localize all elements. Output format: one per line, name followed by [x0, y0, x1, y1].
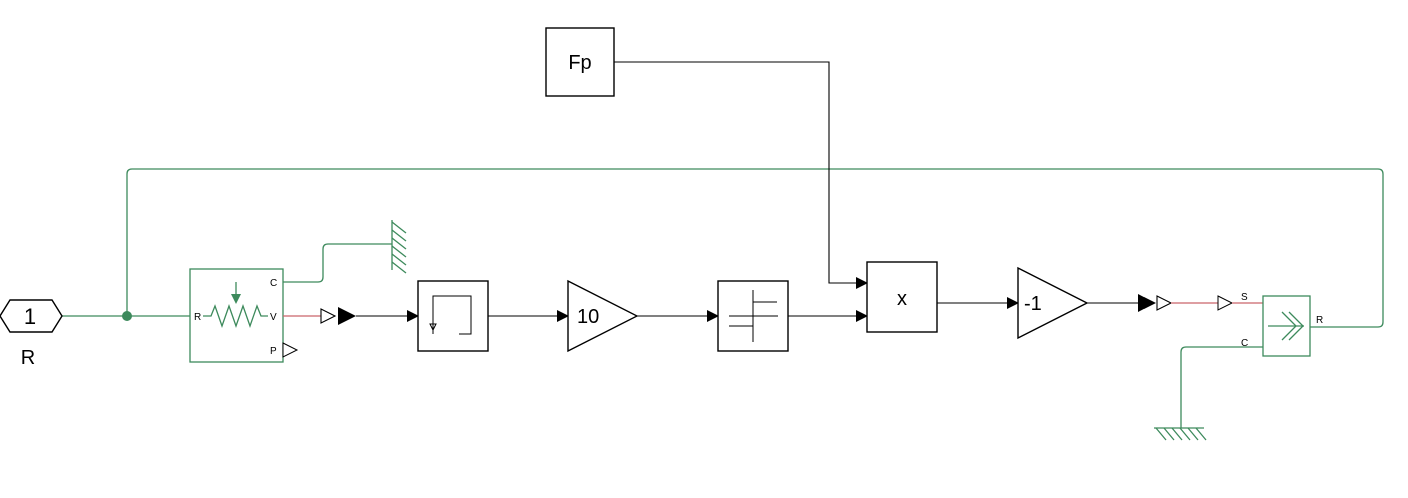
- ps-output-triangle: [1156, 295, 1173, 311]
- gain-neg1-block[interactable]: -1: [1017, 266, 1089, 340]
- source-s-port-triangle: [1217, 295, 1234, 311]
- step-sign-icon: [729, 290, 778, 342]
- simulink-output-arrow: [338, 307, 356, 325]
- inport-name: R: [21, 347, 35, 369]
- ground-symbol-top: [391, 220, 407, 274]
- gain-10-block[interactable]: 10: [567, 279, 639, 353]
- conn-resistor-c-to-ground[interactable]: [283, 243, 392, 283]
- source-port-r: R: [1316, 315, 1323, 326]
- gain-neg1-value: -1: [1024, 293, 1042, 315]
- ground-symbol-bottom: [1154, 427, 1207, 441]
- relay-block[interactable]: [417, 280, 489, 352]
- gain-10-value: 10: [577, 306, 599, 328]
- constant-fp-value: Fp: [568, 52, 591, 74]
- resistor-port-c: C: [270, 278, 277, 289]
- resistor-p-port-triangle: [282, 342, 299, 358]
- simulink-input-arrow: [1138, 294, 1155, 312]
- ps-simulink-converter[interactable]: [320, 307, 356, 325]
- inport-block[interactable]: 1 R: [0, 299, 63, 369]
- junction-dot: [122, 311, 132, 321]
- conn-feedback-loop[interactable]: [126, 168, 1384, 328]
- ps-input-triangle: [320, 308, 337, 324]
- current-source-arrow-icon: [1268, 311, 1304, 341]
- product-label: x: [897, 288, 907, 310]
- inport-number: 1: [24, 304, 36, 329]
- resistor-port-v: V: [270, 312, 277, 323]
- resistor-port-p: P: [270, 346, 277, 357]
- sig-fp-to-product[interactable]: [614, 61, 868, 289]
- product-block[interactable]: x: [866, 261, 938, 333]
- relay-hysteresis-icon: [429, 295, 472, 335]
- source-port-s: S: [1241, 292, 1248, 303]
- controlled-current-source-block[interactable]: S C R: [1241, 292, 1323, 357]
- resistor-port-r: R: [194, 312, 201, 323]
- resistor-wiper-arrow-icon: [231, 294, 241, 304]
- conn-source-c-to-ground[interactable]: [1180, 346, 1263, 428]
- source-port-c: C: [1241, 338, 1248, 349]
- sign-block[interactable]: [717, 280, 789, 352]
- simulink-ps-converter[interactable]: [1138, 294, 1173, 312]
- constant-fp-block[interactable]: Fp: [545, 27, 615, 97]
- signal-lines: [356, 61, 1156, 322]
- variable-resistor-block[interactable]: R C V P: [189, 268, 299, 363]
